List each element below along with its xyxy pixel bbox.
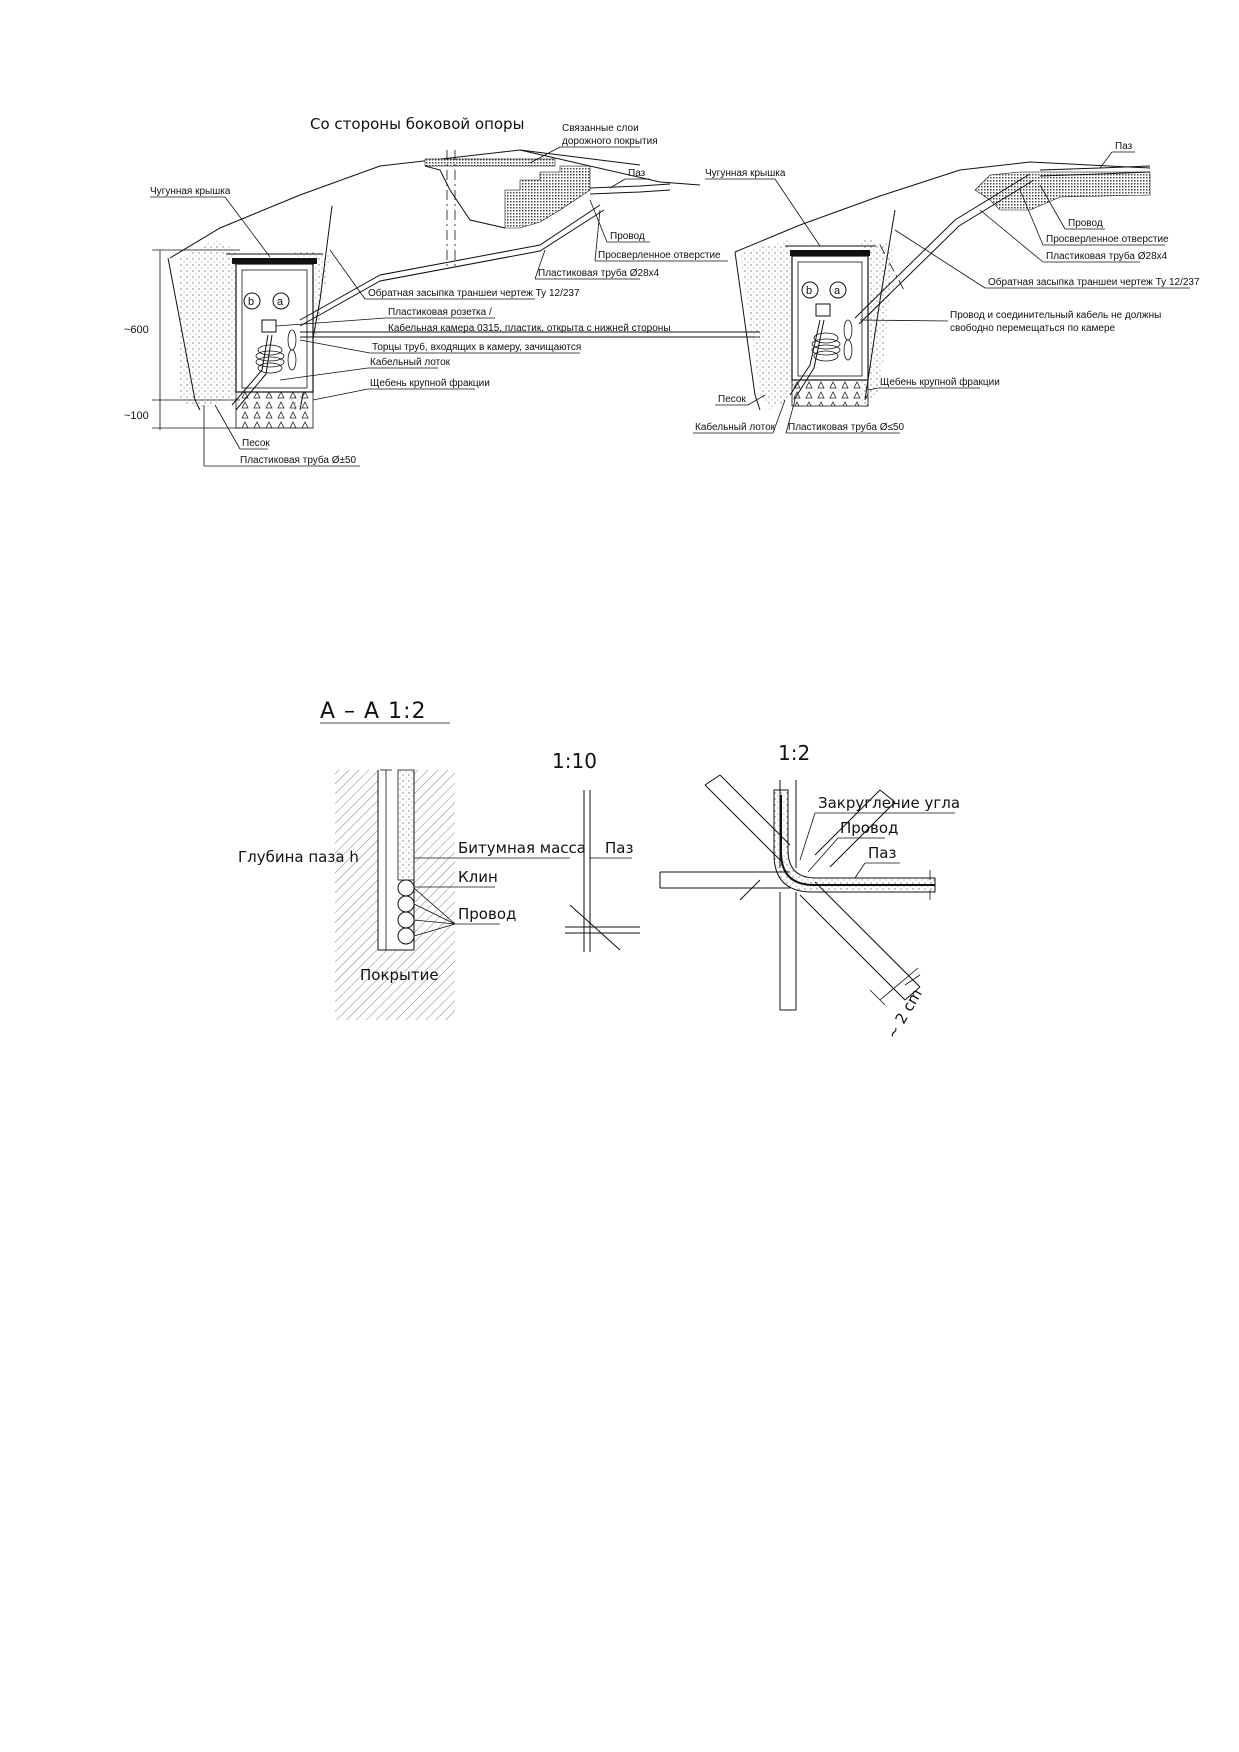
groove-rounded-corner	[773, 789, 936, 893]
label-cable-chamber: Кабельная камера 0315, пластик, открыта …	[388, 322, 671, 334]
label-note-1: Провод и соединительный кабель не должны	[950, 309, 1161, 321]
label-pipe-ends: Торцы труб, входящих в камеру, зачищаютс…	[372, 341, 581, 353]
road-layer-steps	[504, 165, 591, 229]
mark-b-right: b	[806, 285, 812, 297]
detail-1-2: 1:2 Закругление угла Провод Па	[659, 741, 960, 1042]
detail-1-10: 1:10 Паз	[552, 749, 640, 952]
label-plastic-pipe-50-left: Пластиковая труба Ø±50	[240, 454, 357, 466]
top-title: Со стороны боковой опоры	[310, 115, 524, 133]
corner-rounding-label: Закругление угла	[818, 794, 960, 812]
label-groove-left: Паз	[628, 168, 646, 179]
mark-a-left: a	[277, 296, 284, 308]
detail-10-scale: 1:10	[552, 749, 597, 773]
label-plastic-socket-left: Пластиковая розетка /	[388, 307, 492, 318]
detail-2-scale: 1:2	[778, 741, 810, 765]
dim-600: ~600	[124, 324, 149, 336]
label-plastic-pipe-28-right: Пластиковая труба Ø28х4	[1046, 250, 1168, 262]
label-bonded-layers-2: дорожного покрытия	[562, 136, 658, 147]
label-gravel-right: Щебень крупной фракции	[880, 376, 1000, 388]
label-sand-left: Песок	[242, 438, 270, 449]
section-title: А – А 1:2	[320, 699, 427, 724]
detail-2-wire-label: Провод	[840, 819, 898, 837]
label-plastic-pipe-50-right: Пластиковая труба Ø≤50	[788, 421, 905, 433]
groove-depth-label: Глубина паза h	[238, 848, 359, 866]
label-cable-tray-left: Кабельный лоток	[370, 356, 451, 368]
bitumen-label: Битумная масса	[458, 839, 586, 857]
detail-10-groove-label: Паз	[605, 839, 633, 857]
trench-sand	[180, 240, 235, 410]
mark-b-left: b	[248, 296, 254, 308]
label-bonded-layers-1: Связанные слои	[562, 123, 639, 134]
road-layer-top	[424, 158, 556, 167]
detail-2-groove-label: Паз	[868, 844, 896, 862]
coating-label: Покрытие	[360, 966, 439, 984]
right-cross-section: b a Чугунная крышка Паз Провод Просверле…	[693, 141, 1200, 434]
label-drilled-hole-left: Просверленное отверстие	[598, 250, 721, 261]
gravel-left	[235, 391, 314, 429]
wire-coil-right	[811, 319, 853, 362]
detail-2-dimension: ~ 2 cm	[883, 986, 926, 1042]
dim-100: ~100	[124, 410, 149, 422]
label-backfill-right: Обратная засыпка траншеи чертеж Ту 12/23…	[988, 276, 1200, 288]
gravel-right	[791, 379, 869, 407]
label-backfill-left: Обратная засыпка траншеи чертеж Ту 12/23…	[368, 287, 580, 299]
bitumen-fill	[397, 769, 415, 881]
label-wire-left: Провод	[610, 231, 645, 242]
cable-chamber-right	[791, 255, 869, 381]
label-cast-iron-cover-left: Чугунная крышка	[150, 186, 231, 197]
label-plastic-pipe-28-left: Пластиковая труба Ø28х4	[538, 267, 660, 279]
cast-iron-cover-left	[232, 258, 317, 264]
cast-iron-cover-right	[790, 250, 870, 256]
road-layer-right	[974, 171, 1151, 211]
left-cross-section: Со стороны боковой опоры b a	[124, 115, 760, 467]
label-wire-right: Провод	[1068, 218, 1103, 229]
label-note-2: свободно перемещаться по камере	[950, 322, 1116, 334]
section-a-a: А – А 1:2 Глубина паза h Битумная масса …	[238, 699, 586, 1020]
wire-coil-left	[255, 329, 297, 374]
label-groove-right: Паз	[1115, 141, 1133, 152]
mark-a-right: a	[834, 285, 841, 297]
plastic-socket-right	[815, 303, 831, 317]
label-sand-right: Песок	[718, 394, 746, 405]
label-cast-iron-cover-right: Чугунная крышка	[705, 168, 786, 179]
label-drilled-hole-right: Просверленное отверстие	[1046, 234, 1169, 245]
wire-label-section: Провод	[458, 905, 516, 923]
label-cable-tray-right: Кабельный лоток	[695, 421, 776, 433]
cable-chamber-left	[235, 263, 314, 393]
wedge-label: Клин	[458, 868, 498, 886]
label-gravel-left: Щебень крупной фракции	[370, 377, 490, 389]
